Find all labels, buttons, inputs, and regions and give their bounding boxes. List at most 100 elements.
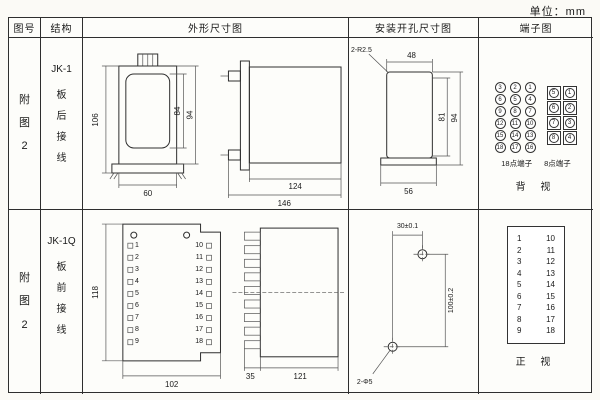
terminal-number: 16: [546, 303, 555, 312]
terminal-point-square: 1: [562, 86, 577, 100]
terminal-number: 17: [195, 326, 203, 333]
note-2-r2.5: 2-R2.5: [351, 47, 372, 54]
terminal-number: 11: [195, 254, 203, 261]
terminal-point: 3: [494, 82, 506, 93]
terminal-point: 18: [494, 142, 506, 153]
terminal-number: 14: [195, 290, 203, 297]
terminal-point-square: 3: [562, 116, 577, 130]
terminal-number: 7: [517, 303, 522, 312]
terminal-number: 6: [135, 302, 139, 309]
terminal-point: 8: [509, 106, 521, 117]
jk1-side-body: [248, 66, 342, 164]
terminal-point-square: 6: [546, 101, 561, 115]
terminal-number: 3: [135, 266, 139, 273]
row2-wiring-label: 板 前 接 线: [56, 262, 67, 336]
terminal-point: 1: [524, 82, 536, 93]
terminal-number: 1: [135, 242, 139, 249]
terminal-point: 12: [494, 118, 506, 129]
row1-wiring-label: 板 后 接 线: [56, 90, 67, 164]
dim-81: 81: [437, 112, 446, 121]
row1-model-label: JK-1: [51, 64, 72, 75]
jk1-cutout: [386, 71, 433, 159]
jk1-front-flange: [111, 163, 185, 174]
terminal-number: 7: [135, 314, 139, 321]
terminal-point: 2: [509, 82, 521, 93]
dim-146: 146: [278, 199, 292, 208]
terminal-number: 12: [546, 257, 555, 266]
dim-106: 106: [91, 113, 100, 127]
terminal-number: 18: [195, 338, 203, 345]
note-2-phi5: 2-Φ5: [357, 379, 373, 386]
row2-model-label: JK-1Q: [47, 236, 76, 247]
label-8-point: 8点端子: [544, 159, 571, 168]
row1-structure: JK-1 板 后 接 线: [41, 38, 83, 210]
row2-mounting-drawing: 30±0.1 100±0.2 2-Φ5: [349, 210, 479, 394]
header-figure-no: 图号: [9, 18, 41, 38]
terminal-number: 12: [195, 266, 203, 273]
terminal-point: 6: [494, 94, 506, 105]
dim-121: 121: [294, 372, 308, 381]
header-outline-dims: 外形尺寸图: [83, 18, 349, 38]
jk1-stud-top: [227, 70, 241, 82]
jk1-side-plate: [239, 60, 250, 171]
terminal-number: 2: [135, 254, 139, 261]
rear-view-label: 背 视: [515, 182, 557, 193]
jk1-cutout-flange: [380, 157, 437, 166]
terminal-number: 8: [517, 314, 522, 324]
label-18-point: 18点端子: [501, 159, 533, 168]
terminal-point: 9: [494, 106, 506, 117]
header-terminal-diagram: 端子图: [479, 18, 593, 38]
terminal-number: 4: [135, 278, 139, 285]
jk1q-outline-svg: 118 102 35 121: [91, 223, 347, 389]
terminal-number: 9: [517, 326, 522, 335]
terminal-point: 16: [524, 142, 536, 153]
terminal-point: 5: [509, 94, 521, 105]
dim-100: 100±0.2: [448, 288, 455, 313]
jk1-front-body: [118, 65, 178, 165]
dim-60: 60: [143, 189, 152, 198]
terminal-number: 1: [517, 234, 522, 243]
terminal-number: 10: [546, 234, 555, 243]
terminal-point: 15: [494, 130, 506, 141]
terminal-point-square: 5: [546, 86, 561, 100]
terminal-number: 4: [517, 268, 522, 278]
spec-table: 图号 结构 外形尺寸图 安装开孔尺寸图 端子图 附 图 2 JK-1 板 后 接…: [8, 17, 593, 394]
dim-124: 124: [289, 182, 303, 191]
dim-84: 84: [173, 106, 182, 115]
terminal-number: 18: [546, 326, 555, 335]
unit-label: 单位：mm: [529, 6, 586, 18]
terminal-number: 9: [135, 338, 139, 345]
row2-outline-drawing: 118 102 35 121: [83, 210, 349, 394]
terminal-point: 17: [509, 142, 521, 153]
jk1q-mounting-svg: 30±0.1 100±0.2 2-Φ5: [357, 223, 455, 386]
dim-102: 102: [165, 380, 179, 389]
row1-mounting-drawing: 2-R2.5 48 81 94 56: [349, 38, 479, 210]
jk1q-screw-left: [130, 231, 138, 239]
terminal-point: 4: [524, 94, 536, 105]
terminal-point: 7: [524, 106, 536, 117]
jk1-mounting-svg: 2-R2.5 48 81 94 56: [351, 47, 464, 196]
terminal-number: 15: [195, 302, 203, 309]
terminal-point: 14: [509, 130, 521, 141]
terminal-number: 5: [517, 280, 522, 289]
jk1q-screw-right: [183, 231, 191, 239]
terminal-number: 11: [546, 245, 555, 255]
terminal-number: 2: [517, 245, 522, 255]
dim-94: 94: [186, 110, 195, 119]
terminal-labels: 18点端子 8点端子: [501, 158, 571, 169]
header-structure: 结构: [41, 18, 83, 38]
dim-118: 118: [91, 285, 100, 298]
dim-94b: 94: [450, 113, 459, 122]
terminal-point: 10: [524, 118, 536, 129]
terminal-number: 5: [135, 290, 139, 297]
terminal-number: 15: [546, 291, 555, 301]
